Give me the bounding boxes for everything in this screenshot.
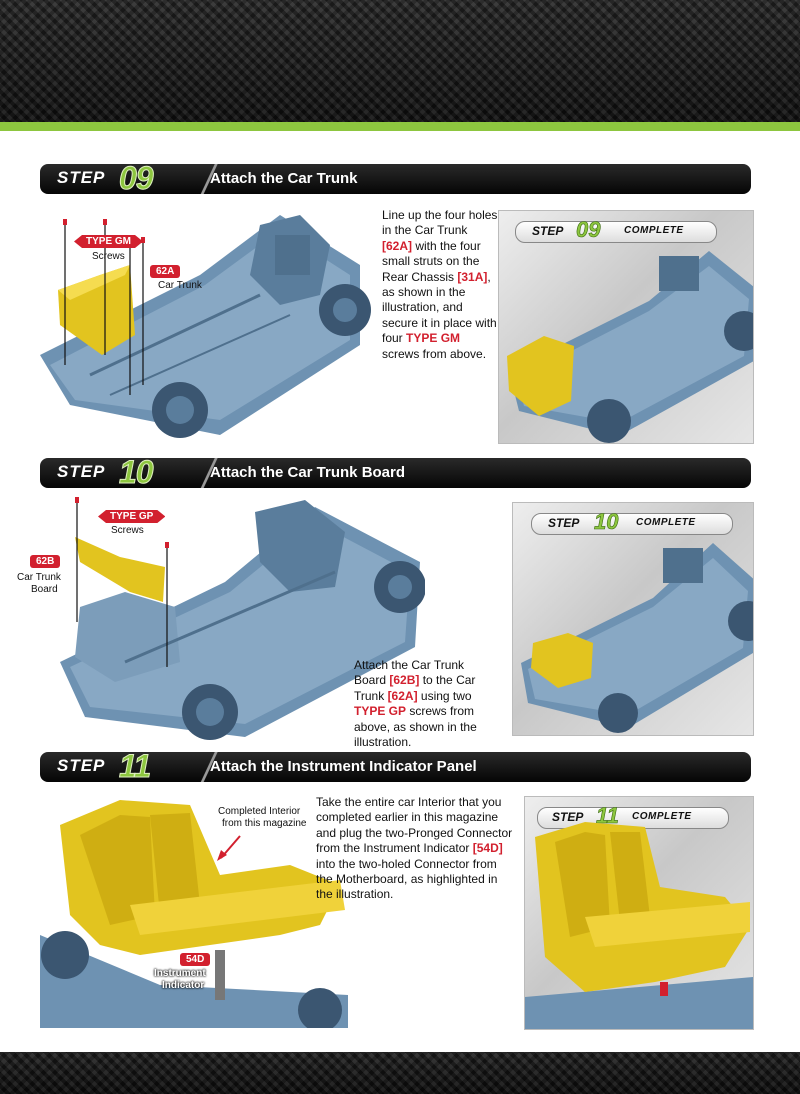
instruction-text: Take the entire car Interior that you co… [316, 795, 513, 856]
header-separator [200, 164, 222, 194]
instruction-text: with the four small struts on the Rear C… [382, 238, 481, 284]
step-10-complete-illustration [521, 543, 753, 733]
header-separator [200, 752, 222, 782]
step-09-header: STEP 09 Attach the Car Trunk [40, 164, 751, 194]
callout-arrow-icon [217, 835, 241, 861]
part-reference: [62B] [389, 673, 420, 688]
instruction-text: into the two-holed Connector from the Mo… [316, 856, 498, 902]
part-54d-caption-1: Instrument [154, 968, 206, 979]
footer-carbon-band [0, 1052, 800, 1094]
part-62b-badge: 62B [30, 555, 61, 568]
part-reference: [62A] [382, 238, 413, 253]
step-11-instructions: Take the entire car Interior that you co… [316, 795, 516, 903]
step-title: Attach the Instrument Indicator Panel [210, 758, 477, 775]
header-carbon-band [0, 0, 800, 122]
header-green-stripe [0, 122, 800, 131]
part-54d-caption-2: Indicator [162, 980, 205, 991]
instruction-text: screws from above, as shown in the illus… [354, 704, 477, 750]
complete-banner: STEP 10 COMPLETE [531, 509, 733, 535]
complete-step-word: STEP [552, 810, 584, 824]
part-62b-caption-2: Board [31, 584, 58, 595]
step-09-complete-panel: STEP 09 COMPLETE [498, 210, 754, 444]
part-reference: [62A] [387, 688, 418, 703]
complete-step-number: 09 [576, 217, 601, 243]
part-62a-caption: Car Trunk [158, 280, 202, 291]
part-reference: [31A] [457, 269, 488, 284]
instruction-text: to the Car Trunk [354, 673, 476, 703]
complete-label: COMPLETE [624, 225, 684, 236]
step-10-instructions: Attach the Car Trunk Board [62B] to the … [354, 658, 499, 750]
step-number: 10 [119, 458, 155, 488]
instruction-text: using two [417, 688, 472, 703]
type-gp-caption: Screws [111, 525, 144, 536]
screw-type-reference: TYPE GM [406, 331, 461, 346]
part-62b-caption-1: Car Trunk [17, 572, 61, 583]
step-09-complete-illustration [507, 251, 753, 443]
step-09-instructions: Line up the four holes in the Car Trunk … [382, 208, 500, 362]
step-11-complete-illustration [525, 822, 753, 1029]
part-reference: [54D] [472, 841, 503, 856]
complete-label: COMPLETE [632, 811, 692, 822]
type-gm-caption: Screws [92, 251, 125, 262]
step-10-complete-panel: STEP 10 COMPLETE [512, 502, 754, 736]
step-10-illustration [60, 497, 425, 740]
step-10-header: STEP 10 Attach the Car Trunk Board [40, 458, 751, 488]
step-word: STEP [57, 756, 106, 775]
complete-step-word: STEP [532, 224, 564, 238]
step-11-illustration [40, 800, 348, 1028]
complete-step-number: 10 [594, 509, 619, 535]
screw-type-reference: TYPE GP [354, 704, 407, 719]
interior-callout-1: Completed Interior [218, 806, 301, 817]
instruction-text: screws from above. [382, 346, 487, 361]
type-gm-badge: TYPE GM [74, 235, 143, 248]
type-gp-badge: TYPE GP [98, 510, 165, 523]
complete-banner: STEP 09 COMPLETE [515, 217, 717, 243]
step-word: STEP [57, 462, 106, 481]
instruction-text: , as shown in the illustration, and secu… [382, 269, 497, 346]
header-separator [200, 458, 222, 488]
step-number: 09 [119, 164, 155, 194]
complete-step-number: 11 [596, 803, 619, 829]
step-word: STEP [57, 168, 106, 187]
step-title: Attach the Car Trunk [210, 170, 358, 187]
interior-callout-2: from this magazine [222, 818, 307, 829]
instruction-text: Line up the four holes in the Car Trunk [382, 208, 498, 238]
step-number: 11 [118, 752, 151, 782]
instruction-text: Attach the Car Trunk Board [354, 658, 465, 688]
step-title: Attach the Car Trunk Board [210, 464, 406, 481]
complete-step-word: STEP [548, 516, 580, 530]
step-11-complete-panel: STEP 11 COMPLETE [524, 796, 754, 1030]
step-11-header: STEP 11 Attach the Instrument Indicator … [40, 752, 751, 782]
complete-label: COMPLETE [636, 517, 696, 528]
part-54d-badge: 54D [180, 953, 211, 966]
step-09-illustration [40, 215, 371, 438]
part-62a-badge: 62A [150, 265, 181, 278]
